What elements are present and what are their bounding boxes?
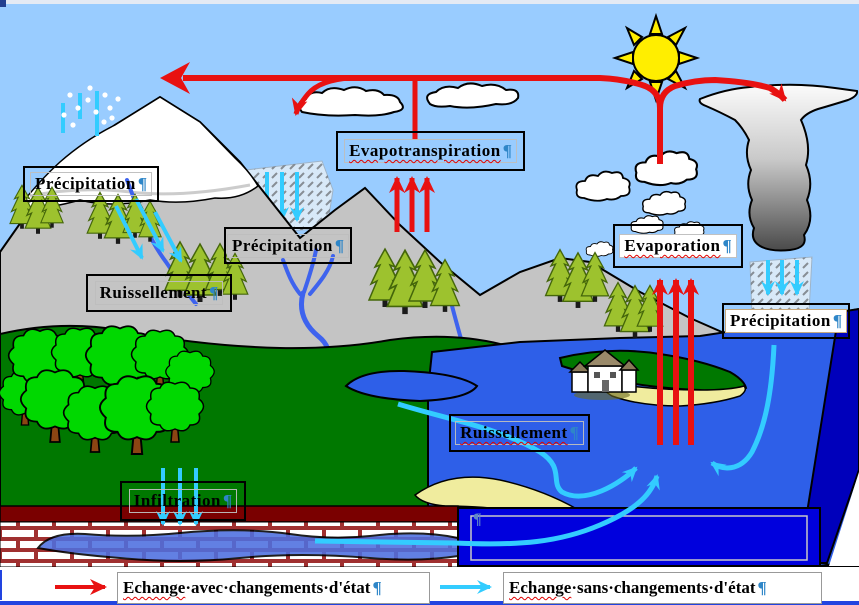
label-ruissellement-left[interactable]: Ruissellement¶ xyxy=(86,274,232,312)
aquifer xyxy=(36,529,459,562)
rain-patch-right xyxy=(749,256,813,317)
snow-cap xyxy=(16,96,259,210)
infiltration-arrows xyxy=(156,468,203,526)
legend-text-lead: Echange xyxy=(123,578,186,597)
pilcrow-mark: ¶ xyxy=(569,423,579,442)
pilcrow-mark: ¶ xyxy=(137,174,148,193)
storm-cloud xyxy=(698,83,859,252)
legend-item-no-state-change[interactable]: Echange·sans·changements·d'état¶ xyxy=(503,572,822,604)
house xyxy=(568,349,640,400)
deep-sea-box xyxy=(457,507,821,567)
label-evapotranspiration[interactable]: Evapotranspiration¶ xyxy=(336,131,525,171)
label-evaporation[interactable]: Evaporation¶ xyxy=(613,224,743,268)
top-strip xyxy=(0,0,859,4)
legend-text-lead: Echange xyxy=(509,578,572,597)
label-precipitation-mid[interactable]: Précipitation¶ xyxy=(224,227,352,264)
left-border xyxy=(0,570,2,600)
corner-square xyxy=(0,0,6,7)
pilcrow-mark: ¶ xyxy=(502,141,512,160)
pilcrow-mark: ¶ xyxy=(832,311,843,330)
label-precipitation-left[interactable]: Précipitation¶ xyxy=(23,166,159,202)
deep-sea-pilcrow: ¶ xyxy=(473,511,482,528)
label-text: Précipitation xyxy=(729,311,831,330)
page-corner xyxy=(829,472,859,566)
pilcrow-mark: ¶ xyxy=(722,236,732,255)
label-text: Précipitation xyxy=(34,174,136,193)
label-ruissellement-right[interactable]: Ruissellement¶ xyxy=(449,414,590,452)
label-text: Ruissellement xyxy=(99,283,208,302)
pilcrow-mark: ¶ xyxy=(209,283,219,302)
legend-text-rest: ·sans·changements·d'état xyxy=(571,578,756,597)
snowfall xyxy=(61,85,121,136)
slope-rain-arrows xyxy=(114,198,183,263)
label-text: Evaporation xyxy=(624,236,721,255)
label-text: Ruissellement xyxy=(460,423,568,442)
pilcrow-mark: ¶ xyxy=(372,578,382,597)
legend-item-state-change[interactable]: Echange·avec·changements·d'état¶ xyxy=(117,572,430,604)
pilcrow-mark: ¶ xyxy=(223,491,233,510)
sun-icon xyxy=(611,12,701,104)
legend-text-rest: ·avec·changements·d'état xyxy=(185,578,371,597)
label-infiltration[interactable]: Infiltration¶ xyxy=(120,481,246,521)
pilcrow-mark: ¶ xyxy=(334,235,345,255)
pilcrow-mark: ¶ xyxy=(757,578,767,597)
label-text: Précipitation xyxy=(231,235,333,255)
label-text: Evapotranspiration xyxy=(349,141,501,160)
red-vapor-arrows xyxy=(160,62,788,445)
cloud-icon xyxy=(297,82,520,117)
lake xyxy=(344,369,479,403)
label-precipitation-right[interactable]: Précipitation¶ xyxy=(722,303,850,339)
label-text: Infiltration xyxy=(133,491,222,510)
